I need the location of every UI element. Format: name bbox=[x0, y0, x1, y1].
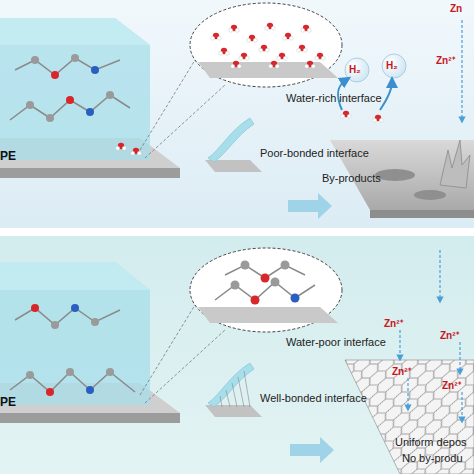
result-label: No by-produ bbox=[402, 452, 463, 464]
ion-label: Zn²⁺ bbox=[436, 55, 455, 66]
interface-label: Well-bonded interface bbox=[260, 392, 367, 404]
gas-label: H₂ bbox=[386, 60, 398, 71]
ion-label: Zn²⁺ bbox=[384, 318, 403, 329]
panel-label: PE bbox=[0, 396, 16, 409]
ion-label: Zn bbox=[450, 3, 462, 14]
ion-label: Zn²⁺ bbox=[440, 330, 459, 341]
byproduct-label: By-products bbox=[322, 172, 381, 184]
interface-label: Water-poor interface bbox=[286, 336, 386, 348]
ion-label: Zn²⁺ bbox=[442, 380, 461, 391]
gas-label: H₂ bbox=[349, 64, 361, 75]
ion-label: Zn²⁺ bbox=[392, 366, 411, 377]
result-label: Uniform depos bbox=[395, 436, 467, 448]
interface-label: Water-rich interface bbox=[286, 92, 382, 104]
panel-label: PE bbox=[0, 150, 16, 163]
interface-label: Poor-bonded interface bbox=[260, 147, 369, 159]
